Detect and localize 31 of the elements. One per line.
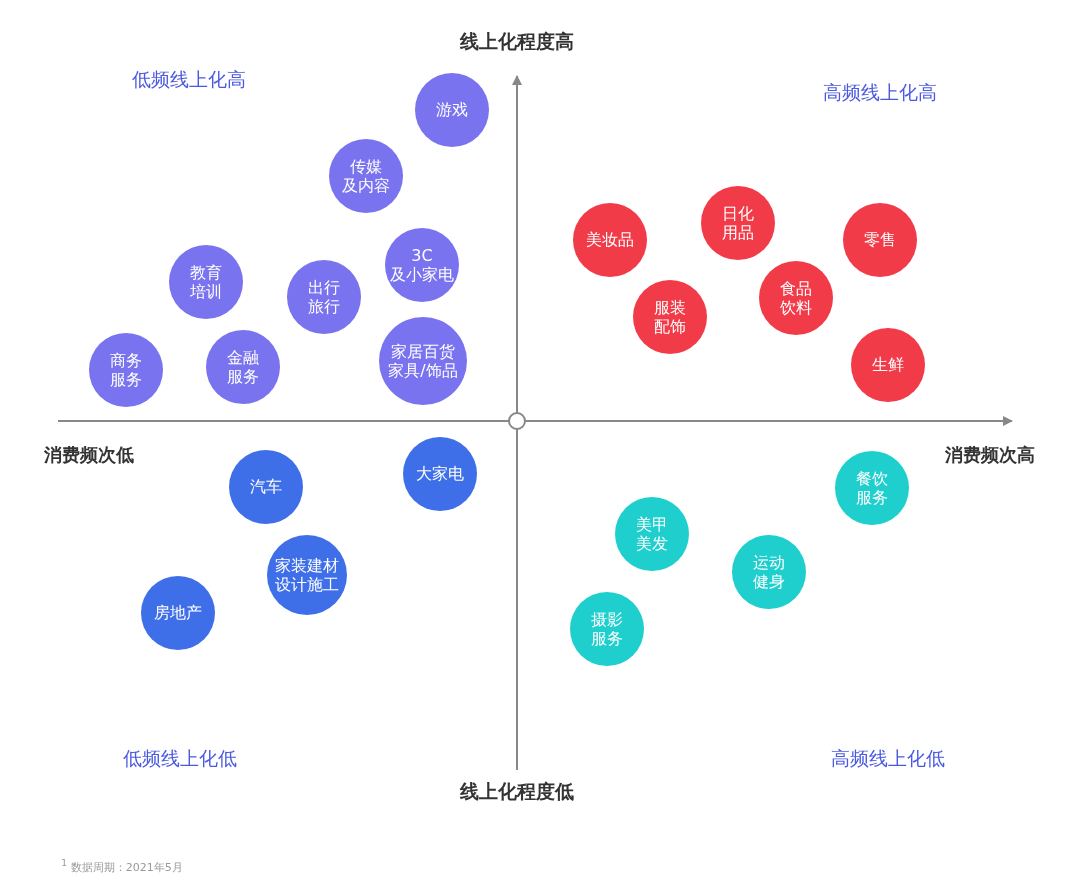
category-label: 传媒及内容 — [342, 156, 390, 196]
category-label: 商务服务 — [110, 350, 142, 390]
category-label: 房地产 — [154, 603, 202, 623]
quadrant-label: 低频线上化低 — [123, 746, 237, 771]
quadrant-label: 高频线上化低 — [831, 746, 945, 771]
category-label: 家居百货家具/饰品 — [388, 341, 458, 381]
axis-label: 消费频次高 — [945, 443, 1035, 467]
axis-label: 线上化程度高 — [460, 29, 574, 54]
category-label: 日化用品 — [722, 203, 754, 243]
category-label: 美甲美发 — [636, 514, 668, 554]
category-label: 餐饮服务 — [856, 468, 888, 508]
category-label: 游戏 — [436, 100, 468, 120]
category-label: 零售 — [864, 230, 896, 250]
axis-label: 线上化程度低 — [460, 779, 574, 804]
category-label: 家装建材设计施工 — [275, 555, 339, 595]
category-label: 3C及小家电 — [390, 245, 454, 285]
axis-label: 消费频次低 — [44, 443, 134, 467]
category-label: 美妆品 — [586, 230, 634, 250]
quadrant-label: 高频线上化高 — [823, 80, 937, 105]
category-label: 摄影服务 — [591, 609, 623, 649]
category-label: 服装配饰 — [654, 297, 686, 337]
footnote: $^{1}$ 数据周期：2021年5月 — [61, 857, 183, 875]
category-label: 食品饮料 — [780, 278, 812, 318]
category-label: 教育培训 — [190, 262, 222, 302]
category-label: 生鲜 — [872, 355, 904, 375]
category-label: 金融服务 — [227, 347, 259, 387]
category-label: 出行旅行 — [308, 277, 340, 317]
category-label: 大家电 — [416, 464, 464, 484]
category-label: 运动健身 — [753, 552, 785, 592]
category-label: 汽车 — [250, 477, 282, 497]
quadrant-label: 低频线上化高 — [132, 67, 246, 92]
